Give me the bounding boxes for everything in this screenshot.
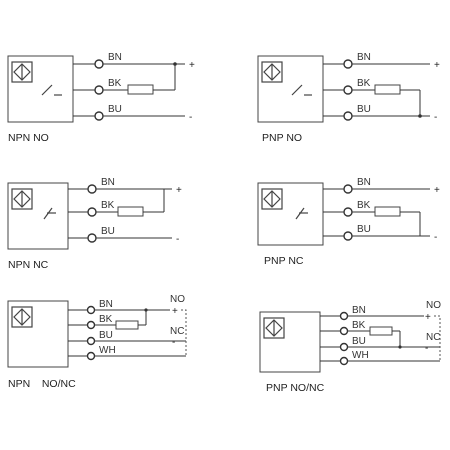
sign-plus: + — [176, 185, 182, 196]
wire-label-wh: WH — [352, 350, 369, 361]
sensor-body — [257, 55, 324, 123]
sensor-diamond-icon — [11, 306, 33, 328]
sensor-body — [7, 300, 69, 368]
output-bracket — [181, 309, 187, 356]
wire-label-bk: BK — [357, 200, 371, 211]
diagram-pnp-no-nc: BN BK BU WH NO + NC - PNP NO/NC — [259, 300, 441, 394]
output-label-nc: NC — [170, 326, 184, 337]
terminal-bn — [94, 59, 104, 69]
diagram-npn-no: BN BK BU + - NPN NO — [7, 52, 195, 144]
terminal-wh — [339, 356, 349, 366]
wire-label-bu: BU — [357, 224, 371, 235]
terminal-bn — [343, 59, 353, 69]
output-label-nc: NC — [426, 332, 440, 343]
wire-label-bn: BN — [99, 299, 113, 310]
sign-plus: + — [425, 312, 431, 323]
switch-no-icon — [41, 84, 62, 96]
sign-minus: - — [425, 343, 428, 354]
sign-minus: - — [172, 337, 175, 348]
sign-minus: - — [176, 234, 179, 245]
terminal-bk — [343, 207, 353, 217]
wire-label-bk: BK — [357, 78, 371, 89]
terminal-bn — [343, 184, 353, 194]
wire-label-bu: BU — [99, 330, 113, 341]
diagram-pnp-no: BN BK BU + - PNP NO — [257, 52, 440, 144]
wire-label-bu: BU — [101, 226, 115, 237]
terminal-bn — [87, 184, 97, 194]
sign-minus: - — [189, 112, 192, 123]
terminal-bn — [86, 305, 96, 315]
terminal-bn — [339, 311, 349, 321]
switch-no-icon — [291, 84, 312, 96]
load-resistor — [117, 206, 144, 217]
wire-label-bu: BU — [357, 104, 371, 115]
terminal-wh — [86, 351, 96, 361]
terminal-bk — [339, 326, 349, 336]
sensor-body — [7, 182, 69, 250]
sensor-body — [7, 55, 74, 123]
terminal-bu — [86, 336, 96, 346]
wire-label-bn: BN — [101, 177, 115, 188]
switch-nc-icon — [295, 207, 308, 220]
sign-plus: + — [434, 185, 440, 196]
diagram-caption: PNP NC — [264, 255, 304, 267]
wire-label-bn: BN — [357, 52, 371, 63]
sign-plus: + — [172, 306, 178, 317]
terminal-bk — [87, 207, 97, 217]
diagram-caption: NPN NO/NC — [8, 378, 76, 390]
diagram-caption: PNP NO — [262, 132, 302, 144]
wire-label-bu: BU — [108, 104, 122, 115]
wire-label-bn: BN — [352, 305, 366, 316]
diagram-npn-nc: BN BK BU + - NPN NC — [7, 177, 182, 271]
wire-label-bn: BN — [357, 177, 371, 188]
diagram-npn-no-nc: BN BK BU WH NO + NC - NPN NO/NC — [7, 294, 187, 390]
load-resistor — [374, 84, 401, 95]
wire-label-bk: BK — [101, 200, 115, 211]
wire-label-wh: WH — [99, 345, 116, 356]
sensor-diamond-icon — [11, 188, 33, 210]
load-resistor — [115, 320, 139, 330]
wire-label-bk: BK — [99, 314, 113, 325]
diagram-caption: PNP NO/NC — [266, 382, 325, 394]
load-resistor — [369, 326, 393, 336]
diagram-caption: NPN NC — [8, 259, 49, 271]
wire-label-bn: BN — [108, 52, 122, 63]
terminal-bu — [343, 111, 353, 121]
load-resistor — [127, 84, 154, 95]
terminal-bk — [343, 85, 353, 95]
output-label-no: NO — [170, 294, 185, 305]
sign-minus: - — [434, 112, 437, 123]
diagram-caption: NPN NO — [8, 132, 49, 144]
sign-minus: - — [434, 232, 437, 243]
junction-dot — [173, 62, 177, 66]
wire-label-bu: BU — [352, 336, 366, 347]
wire-label-bk: BK — [352, 320, 366, 331]
terminal-bk — [94, 85, 104, 95]
wire-label-bk: BK — [108, 78, 122, 89]
sensor-diamond-icon — [263, 317, 285, 339]
sensor-diamond-icon — [11, 61, 33, 83]
sign-plus: + — [189, 60, 195, 71]
junction-dot — [144, 308, 148, 312]
output-label-no: NO — [426, 300, 441, 311]
terminal-bk — [86, 320, 96, 330]
sign-plus: + — [434, 60, 440, 71]
sensor-diamond-icon — [261, 188, 283, 210]
sensor-body — [257, 182, 324, 246]
output-bracket — [434, 315, 441, 361]
switch-nc-icon — [43, 207, 56, 220]
load-resistor — [374, 206, 401, 217]
sensor-body — [259, 311, 321, 373]
terminal-bu — [87, 233, 97, 243]
terminal-bu — [94, 111, 104, 121]
terminal-bu — [339, 342, 349, 352]
diagram-pnp-nc: BN BK BU + - PNP NC — [257, 177, 440, 267]
sensor-diamond-icon — [261, 61, 283, 83]
terminal-bu — [343, 231, 353, 241]
